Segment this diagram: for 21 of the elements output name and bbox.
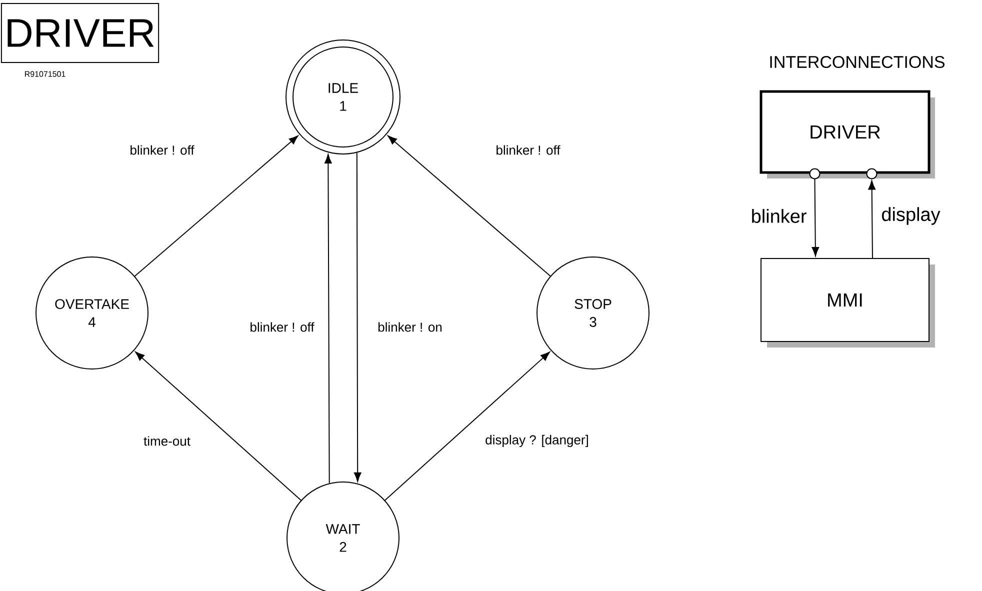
edge-label: blinker ! off — [250, 322, 314, 332]
edge-label: display ? [danger] — [486, 434, 588, 448]
arrow — [868, 180, 876, 258]
edge-label: blinker — [752, 209, 806, 223]
arrow — [812, 178, 820, 256]
arrow — [384, 352, 550, 501]
edge-label: blinker ! on — [378, 322, 442, 332]
edge-label: blinker ! off — [496, 145, 560, 155]
edge-label: time-out — [144, 436, 190, 446]
arrow — [354, 152, 362, 482]
edge-label: blinker ! off — [130, 145, 194, 155]
arrow — [388, 135, 551, 277]
label-code: R91071501 — [24, 71, 66, 77]
section-heading: INTERCONNECTIONS — [770, 56, 945, 68]
edge-label: display — [882, 207, 940, 225]
block-box: MMI — [760, 258, 935, 348]
arrow — [134, 135, 298, 277]
block-box: DRIVER — [760, 90, 935, 178]
arrow — [324, 154, 332, 484]
arrow — [135, 352, 302, 501]
title-box: DRIVER — [0, 3, 160, 63]
